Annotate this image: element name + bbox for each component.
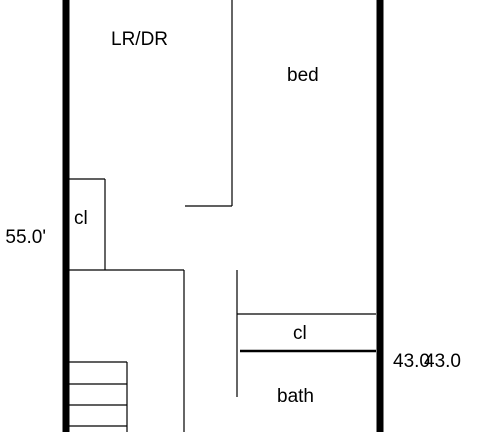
room-label-closet-left: cl (74, 208, 88, 229)
dimension-right-b: 43.0 (424, 351, 461, 372)
dimension-left: 55.0' (5, 227, 46, 248)
room-label-bed: bed (287, 65, 319, 86)
room-label-lr-dr: LR/DR (111, 29, 168, 50)
room-label-bath: bath (277, 386, 314, 407)
room-label-closet-right: cl (293, 323, 307, 344)
dimension-right-a: 43.0 (393, 351, 430, 372)
stairs (69, 361, 128, 432)
